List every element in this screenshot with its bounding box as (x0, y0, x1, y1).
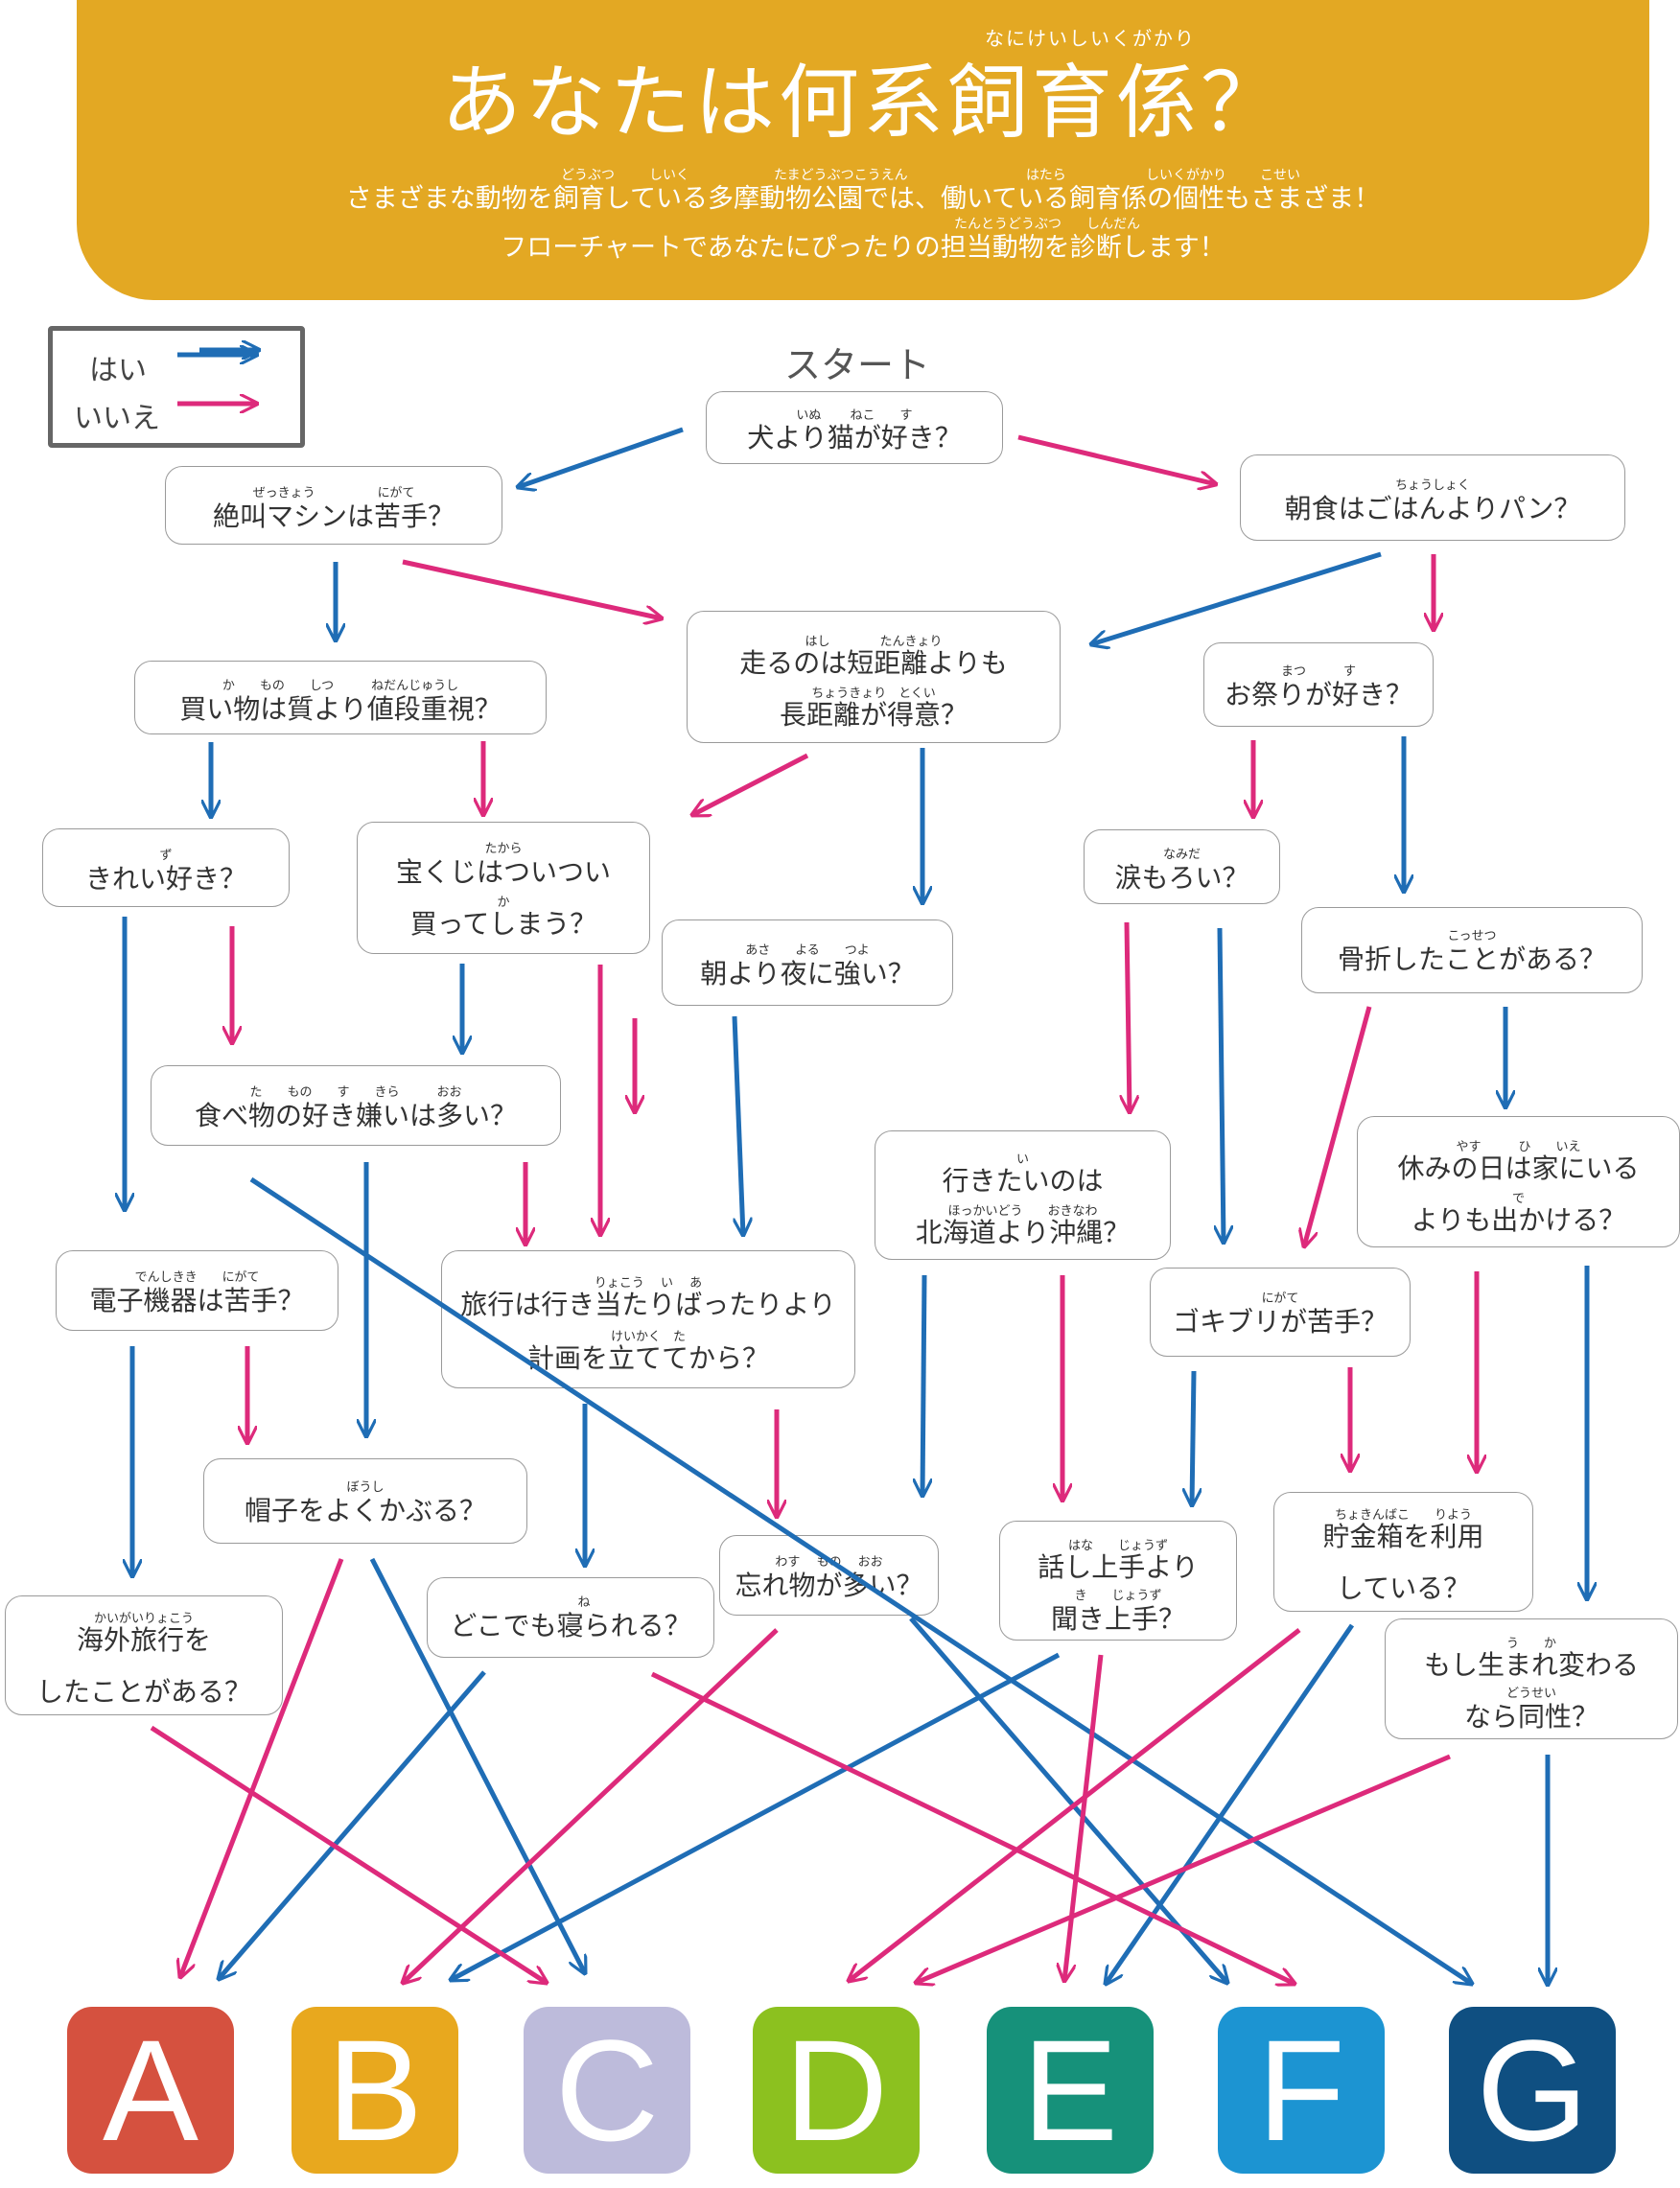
question-okinawa: い 行きたいのは ほっかいどう おきなわ 北海道より沖縄？ (875, 1130, 1171, 1260)
question-same-gender-reborn: う か もし生まれ変わる どうせい なら同性？ (1385, 1618, 1678, 1739)
yes-arrow (909, 1617, 1227, 1983)
legend-no-label: いいえ (74, 402, 160, 435)
yes-arrow (369, 1557, 585, 1973)
question-tearful: なみだ 涙もろい？ (1084, 829, 1280, 904)
legend-yes-label: はい (89, 354, 147, 387)
no-arrows (150, 404, 1477, 1984)
question-fracture: こっせつ 骨折したことがある？ (1301, 907, 1643, 993)
no-arrow (916, 1754, 1451, 1983)
intro-line-2: フローチャートであなたにぴったりの担当動物を診断します！ (501, 233, 1225, 263)
question-tidy: ず きれい好き？ (42, 828, 290, 907)
question-forgetful: わす もの おお 忘れ物が多い？ (719, 1535, 939, 1616)
question-go-out-holiday: やす ひ いえ 休みの日は家にいる で よりも出かける？ (1357, 1116, 1680, 1247)
result-g: G (1449, 2007, 1616, 2174)
question-piggy-bank: ちょきんばこ りよう 貯金箱を利用 している？ (1273, 1492, 1533, 1612)
yes-arrow (518, 427, 684, 487)
question-picky-eater: た もの す きら おお 食べ物の好き嫌いは多い？ (151, 1065, 561, 1146)
no-arrow (150, 1725, 547, 1983)
intro-ruby: しいく (649, 168, 689, 183)
question-long-distance: はし たんきょり 走るのは短距離よりも ちょうきょり とくい 長距離が得意？ (687, 611, 1061, 743)
yes-arrow (1091, 551, 1382, 644)
question-festival: まつ す お祭りが好き？ (1203, 642, 1434, 727)
result-c: C (524, 2007, 690, 2174)
question-sleep-anywhere: ね どこでも寝られる？ (427, 1577, 714, 1658)
intro-ruby: しいくがかり (1146, 168, 1226, 183)
intro-line-1: さまざまな動物を飼育している多摩動物公園では、働いている飼育係の個性もさまざま！ (345, 184, 1381, 214)
intro-ruby: どうぶつ (561, 168, 615, 183)
no-arrow (1017, 434, 1216, 484)
result-b: B (292, 2007, 458, 2174)
question-cockroach: にがて ゴキブリが苦手？ (1150, 1268, 1411, 1357)
yes-arrow (1106, 1623, 1355, 1984)
intro-ruby: たんとうどうぶつ (954, 217, 1062, 232)
yes-arrow (922, 1274, 924, 1496)
no-arrow (1304, 1006, 1372, 1246)
question-price-over-quality: か もの しつ ねだんじゅうし 買い物は質より値段重視？ (134, 661, 547, 734)
question-scream-machine: ぜっきょう にがて 絶叫マシンは苦手？ (165, 466, 502, 545)
question-cat-vs-dog: いぬ ねこ す 犬より猫が好き？ (706, 391, 1003, 464)
question-bread-breakfast: ちょうしょく 朝食はごはんよりパン？ (1240, 454, 1625, 541)
question-good-listener: はな じょうず 話し上手より き じょうず 聞き上手？ (999, 1521, 1237, 1641)
no-arrow (692, 753, 809, 815)
no-arrow (1064, 1654, 1104, 1981)
yes-arrow (1192, 1370, 1194, 1505)
intro-ruby: はたら (1026, 168, 1066, 183)
question-travel-planning: りょこう い あ 旅行は行き当たりばったりより けいかく た 計画を立ててから？ (441, 1250, 855, 1388)
yes-arrow (249, 1176, 1472, 1984)
result-f: F (1218, 2007, 1385, 2174)
start-label: スタート (784, 344, 931, 386)
yes-arrow (732, 1015, 743, 1235)
question-night-owl: あさ よる つよ 朝より夜に強い？ (662, 919, 953, 1006)
no-arrow (402, 559, 662, 618)
title-ruby: なにけいしいくがかり (985, 27, 1196, 50)
yes-arrow (451, 1652, 1061, 1980)
question-wear-hat: ぼうし 帽子をよくかぶる？ (203, 1458, 527, 1544)
yes-arrow (219, 1670, 486, 1979)
result-d: D (753, 2007, 920, 2174)
no-arrow (1127, 921, 1130, 1112)
question-been-abroad: かいがいりょこう 海外旅行を したことがある？ (5, 1595, 283, 1715)
no-arrow (849, 1628, 1301, 1981)
page-title: あなたは何系飼育係？ (440, 56, 1285, 150)
no-arrow (180, 1558, 344, 1977)
intro-ruby: しんだん (1086, 217, 1140, 232)
legend: はい いいえ (48, 326, 305, 448)
intro-ruby: たまどうぶつこうえん (774, 168, 908, 183)
no-arrow (650, 1671, 1295, 1984)
yes-arrow (1220, 927, 1224, 1243)
question-lottery: たから 宝くじはついつい か 買ってしまう？ (357, 822, 650, 954)
question-bad-with-electronics: でんしきき にがて 電子機器は苦手？ (56, 1250, 338, 1331)
yes-arrows (125, 350, 1587, 1985)
result-a: A (67, 2007, 234, 2174)
result-e: E (987, 2007, 1154, 2174)
intro-ruby: こせい (1260, 168, 1300, 183)
header-banner: なにけいしいくがかり あなたは何系飼育係？ どうぶつ しいく たまどうぶつこうえ… (77, 0, 1649, 300)
no-arrow (403, 1628, 779, 1983)
